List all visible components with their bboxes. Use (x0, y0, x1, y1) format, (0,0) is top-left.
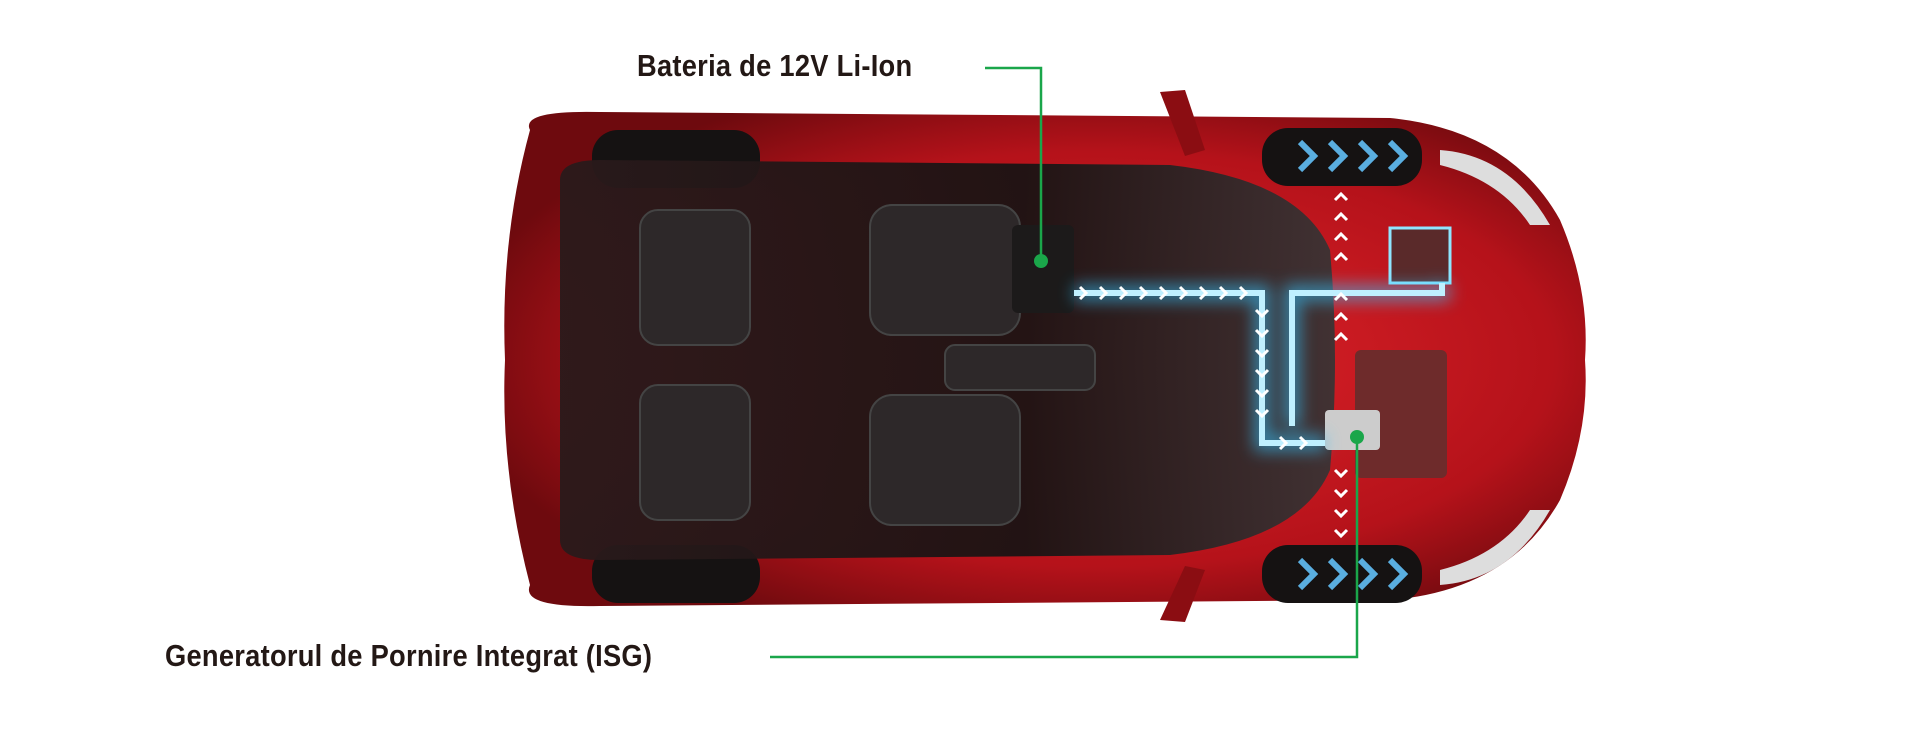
isg-marker-dot (1350, 430, 1364, 444)
wheel-chevrons (1297, 139, 1409, 591)
headlight (1440, 510, 1550, 585)
isg-label: Generatorul de Pornire Integrat (ISG) (165, 638, 653, 673)
battery-marker-dot (1034, 254, 1048, 268)
mirror-left (1160, 90, 1205, 156)
seats (639, 204, 1096, 526)
mirror-right (1160, 566, 1205, 622)
battery-unit (1012, 225, 1074, 313)
isg-unit (1325, 410, 1380, 450)
flow-arrows (1078, 191, 1349, 539)
ecu-unit (1388, 226, 1452, 285)
leader-line-battery (985, 66, 1043, 260)
headlight (1440, 150, 1550, 225)
battery-label: Bateria de 12V Li-Ion (637, 48, 913, 83)
leader-line-isg (770, 437, 1359, 659)
